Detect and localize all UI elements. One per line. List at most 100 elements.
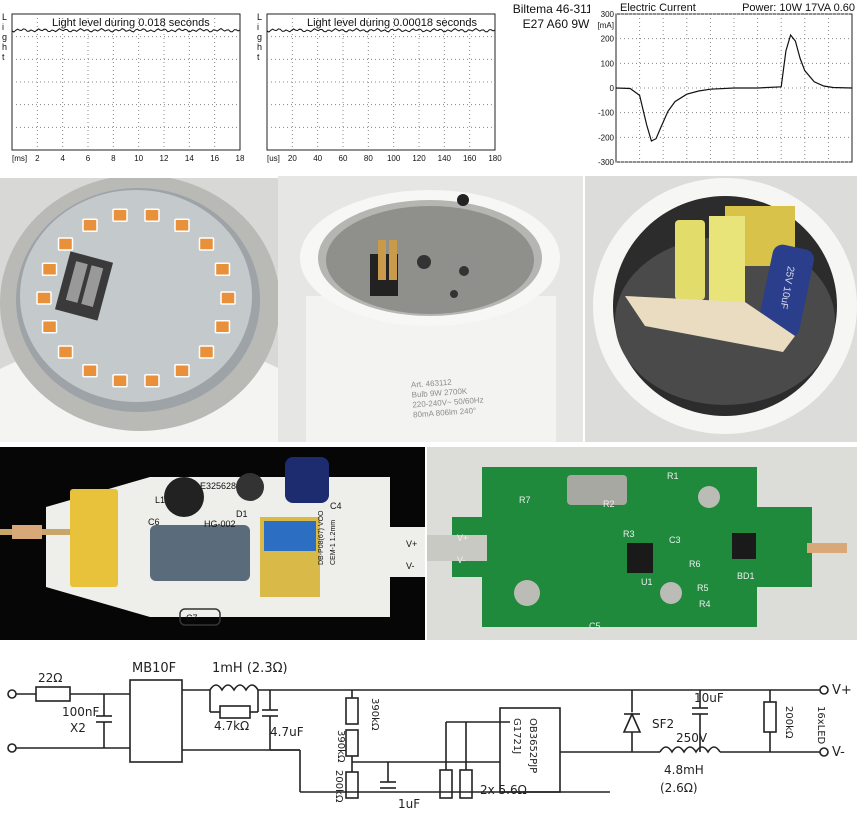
- pcb-l1: L1: [155, 495, 166, 505]
- green-c5: C5: [589, 621, 601, 631]
- label-c10: 10uF: [694, 691, 724, 705]
- green-r5: R5: [697, 583, 709, 593]
- current-ytick: -300: [598, 158, 615, 167]
- light-us-xtick: 140: [438, 154, 452, 163]
- label-ic-bot: OB3652PJP: [527, 718, 538, 773]
- label-x2: X2: [70, 721, 86, 735]
- pcb-c7: C7: [186, 613, 198, 623]
- product-model: Biltema 46-3112: [512, 2, 600, 16]
- green-r2: R2: [603, 499, 615, 509]
- led-chip: [198, 345, 215, 359]
- green-vminus: V-: [457, 555, 466, 565]
- label-r-in: 22Ω: [38, 671, 62, 685]
- product-title: Biltema 46-3112 E27 A60 9W: [508, 2, 604, 32]
- label-diode: SF2: [652, 717, 674, 731]
- light-ms-series-line: [11, 27, 241, 33]
- light-ms-title: Light level during 0.018 seconds: [52, 17, 210, 29]
- led-chip: [36, 291, 52, 305]
- current-yunit: [mA]: [598, 21, 614, 30]
- led-chip: [144, 208, 160, 223]
- led-chip: [214, 319, 231, 334]
- light-us-xtick: 120: [412, 154, 426, 163]
- led-chip: [144, 373, 160, 388]
- label-leds: 16xLED: [815, 706, 826, 745]
- led-chip: [174, 363, 190, 378]
- label-r200: 200kΩ: [333, 770, 344, 803]
- photo-led-board: [0, 178, 278, 442]
- pcb-vplus: V+: [406, 539, 418, 549]
- light-us-title: Light level during 0.00018 seconds: [307, 17, 478, 29]
- light-ms-xunit: [ms]: [12, 154, 27, 163]
- green-vplus: V+: [457, 533, 469, 543]
- pcb-cem: CEM-1 1.2mm: [330, 519, 337, 565]
- pcb-c6: C6: [148, 517, 160, 527]
- light-chart-us-svg: Light level during 0.00018 seconds Light […: [257, 12, 502, 163]
- light-us-xunit: [us]: [267, 154, 280, 163]
- light-ms-ylabel-letter: g: [2, 32, 7, 42]
- led-ring: [36, 208, 236, 388]
- led-chip: [174, 218, 190, 233]
- light-us-xtick: 80: [364, 154, 373, 163]
- green-r7: R7: [519, 495, 531, 505]
- light-us-xtick: 40: [313, 154, 322, 163]
- green-u1: U1: [641, 577, 653, 587]
- label-c1: 1uF: [398, 797, 420, 811]
- pcb-db: DB-P08(67) VOO: [318, 510, 325, 565]
- led-chip: [112, 373, 128, 388]
- housing-drawing: [278, 176, 583, 442]
- light-us-xtick: 180: [488, 154, 502, 163]
- driver-inside-drawing: [585, 176, 857, 442]
- label-vplus: V+: [832, 683, 852, 698]
- green-bd1: BD1: [737, 571, 755, 581]
- led-chip: [41, 319, 58, 334]
- label-l2: 4.8mH: [664, 763, 704, 777]
- light-us-ylabel-letter: t: [257, 52, 260, 62]
- label-inductor: 1mH (2.3Ω): [212, 661, 288, 676]
- label-ic-top: G1721J: [511, 718, 522, 754]
- light-us-frame: [266, 13, 496, 151]
- led-chip: [220, 291, 236, 305]
- current-title: Electric Current: [620, 2, 696, 14]
- current-power-label: Power: 10W 17VA 0.60: [742, 2, 855, 14]
- led-chip: [82, 218, 98, 233]
- pcb-vminus: V-: [406, 561, 415, 571]
- led-chip: [82, 363, 98, 378]
- green-r4: R4: [699, 599, 711, 609]
- pcb-hg: HG-002: [204, 519, 236, 529]
- current-ytick: 300: [601, 10, 615, 19]
- green-c3: C3: [669, 535, 681, 545]
- light-us-ylabel-letter: L: [257, 12, 262, 22]
- product-spec: E27 A60 9W: [522, 17, 590, 31]
- light-chart-ms-svg: Light level during 0.018 secondsLight[ms…: [2, 12, 245, 163]
- light-us-ylabel-letter: g: [257, 32, 262, 42]
- schematic-drawing: 22Ω 100nF X2 MB10F 1mH (2.3Ω) 4.7kΩ 4.7u…: [7, 661, 852, 811]
- led-chip: [112, 208, 128, 223]
- label-bridge: MB10F: [132, 661, 176, 676]
- led-chip: [214, 262, 231, 277]
- label-r200b: 200kΩ: [783, 706, 794, 739]
- light-us-ylabel-letter: i: [257, 22, 259, 32]
- light-us-ylabel-letter: h: [257, 42, 262, 52]
- white-pcb-drawing: [0, 447, 425, 640]
- label-r-par: 4.7kΩ: [214, 719, 249, 733]
- current-ytick: 200: [601, 35, 615, 44]
- label-r390b: 390kΩ: [335, 730, 346, 763]
- light-ms-xtick: 10: [134, 154, 143, 163]
- light-ms-ylabel-letter: i: [2, 22, 4, 32]
- green-pcb-drawing: [427, 447, 857, 640]
- light-ms-xtick: 18: [236, 154, 245, 163]
- current-series-line: [615, 33, 853, 142]
- light-ms-xtick: 12: [160, 154, 169, 163]
- label-vminus: V-: [832, 745, 845, 760]
- photo-white-pcb: E325628 C6 L1 D1 C4 HG-002 C7 V+ V- DB-P…: [0, 447, 425, 640]
- current-ytick: -200: [598, 133, 615, 142]
- pcb-code: E325628: [200, 481, 237, 491]
- green-r1: R1: [667, 471, 679, 481]
- led-chip: [57, 237, 74, 251]
- light-ms-xtick: 6: [86, 154, 91, 163]
- led-chip: [198, 237, 215, 251]
